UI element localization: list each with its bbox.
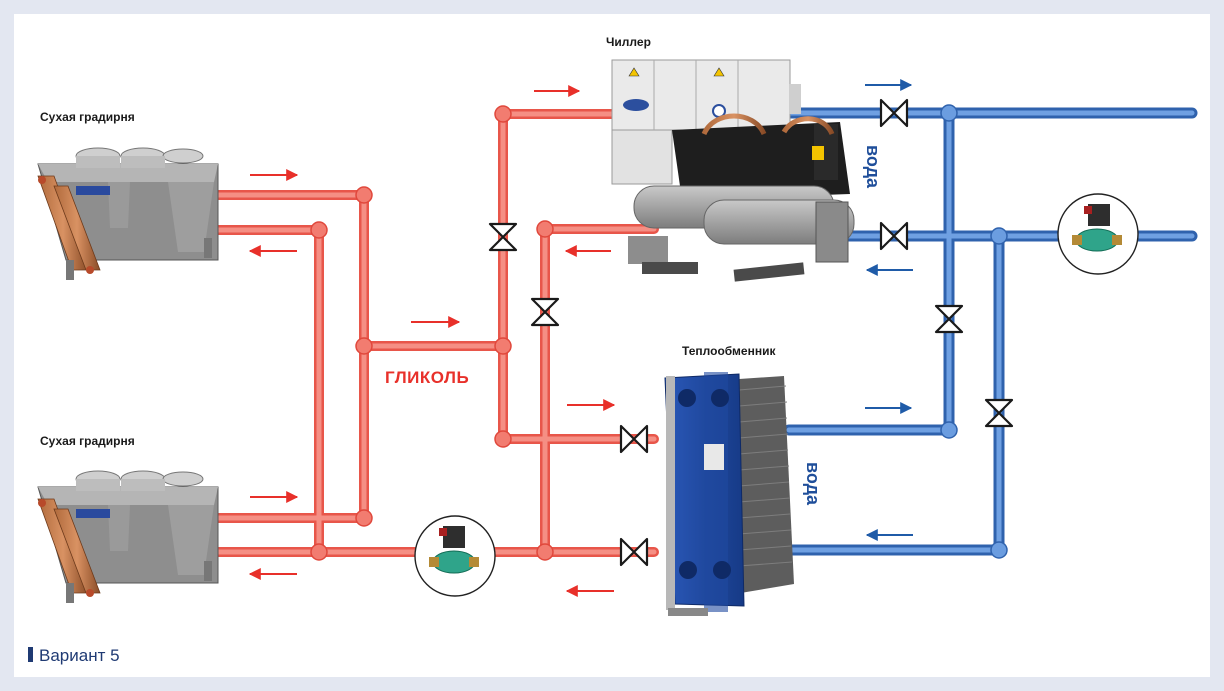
glycol-label: ГЛИКОЛЬ [385, 368, 470, 387]
glycol-flow-arrows [248, 85, 616, 597]
heat-exchanger-label: Теплообменник [682, 344, 776, 358]
dry-cooler-top [37, 147, 219, 280]
valves [488, 98, 1014, 567]
dry-cooler-top-label: Сухая градирня [40, 110, 135, 124]
circulation-pump-icon [429, 526, 479, 574]
hydraulic-scheme [37, 59, 1198, 616]
butterfly-valve-icon [879, 221, 909, 251]
variant-caption: Вариант 5 [28, 646, 120, 666]
butterfly-valve-icon [619, 424, 649, 454]
water-label-exchanger: вода [803, 462, 823, 506]
butterfly-valve-icon [934, 304, 964, 334]
dry-cooler-bottom-label: Сухая градирня [40, 434, 135, 448]
butterfly-valve-icon [488, 222, 518, 252]
circulation-pump-icon [1072, 204, 1122, 252]
butterfly-valve-icon [530, 297, 560, 327]
water-flow-arrows [865, 79, 913, 541]
variant-text: Вариант 5 [39, 646, 120, 665]
water-pump [1057, 193, 1139, 275]
butterfly-valve-icon [619, 537, 649, 567]
chiller-label: Чиллер [606, 35, 651, 49]
water-label-chiller: вода [863, 145, 883, 189]
butterfly-valve-icon [984, 398, 1014, 428]
glycol-pump [414, 515, 496, 597]
chiller-unit [611, 59, 855, 282]
butterfly-valve-icon [879, 98, 909, 128]
caption-marker [28, 647, 33, 662]
plate-heat-exchanger [664, 372, 794, 616]
diagram-frame: Сухая градирня Сухая градирня Чиллер Теп… [14, 14, 1210, 677]
water-circuit [768, 104, 1198, 559]
dry-cooler-bottom [37, 470, 219, 603]
